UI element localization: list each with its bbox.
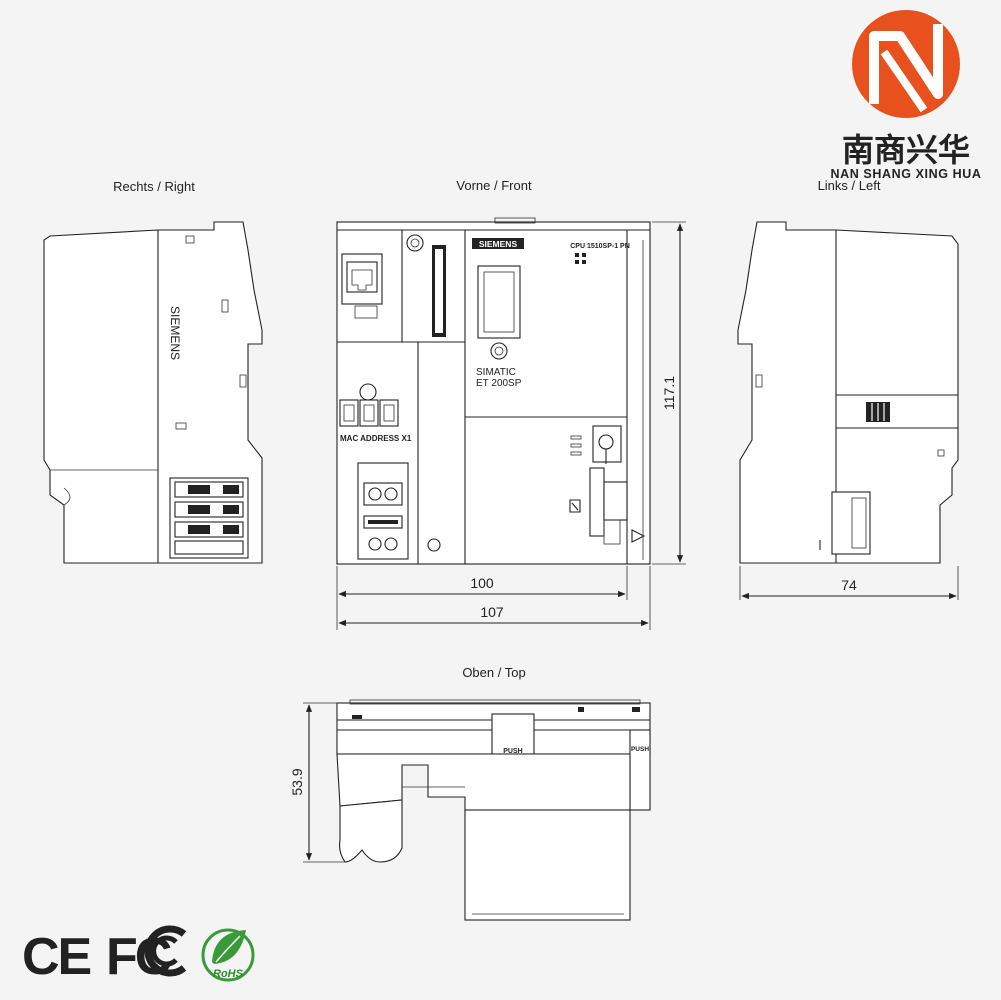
view-label-top: Oben / Top	[462, 665, 525, 680]
logo-circle-icon	[852, 10, 960, 118]
arrow-icon	[631, 529, 646, 543]
dim-top-depth: 53.9	[289, 768, 305, 795]
rj45-port-icon	[341, 253, 383, 319]
port-leds	[339, 399, 399, 427]
view-label-left: Links / Left	[818, 178, 881, 193]
brand-plate-text: SIEMENS	[479, 239, 518, 249]
logo-n-mark-icon	[869, 24, 943, 104]
front-dimensions: 100 107 117.1	[336, 221, 686, 630]
top-view: PUSH PUSH 53.9	[289, 699, 651, 921]
knob-icon	[406, 234, 424, 252]
brand-name-en: NAN SHANG XING HUA	[830, 167, 981, 181]
fcc-logo-icon: FC	[106, 925, 187, 986]
brand-logo: 南商兴华 NAN SHANG XING HUA	[830, 10, 981, 181]
model-label: CPU 1510SP-1 PN	[570, 243, 630, 250]
right-side-view: SIEMENS	[43, 221, 263, 564]
power-terminal	[357, 462, 409, 560]
view-label-front: Vorne / Front	[456, 178, 532, 193]
series-line2: ET 200SP	[476, 378, 522, 389]
brand-name-cn: 南商兴华	[842, 131, 970, 169]
memory-card-slot	[477, 265, 521, 339]
front-view: SIEMENS CPU 1510SP-1 PN SIMATIC ET 200SP…	[336, 217, 651, 565]
view-label-right: Rechts / Right	[113, 179, 195, 194]
dim-overall-width: 107	[480, 604, 504, 620]
dim-height: 117.1	[661, 376, 677, 410]
dim-depth: 74	[841, 577, 857, 593]
ce-mark-icon: CE	[22, 928, 91, 986]
dim-front-width: 100	[470, 575, 494, 591]
mode-switch	[592, 425, 622, 464]
mac-address-label: MAC ADDRESS X1	[340, 434, 412, 443]
rohs-text: RoHS	[213, 968, 244, 980]
series-line1: SIMATIC	[476, 367, 516, 378]
push-label-2: PUSH	[631, 746, 649, 753]
left-side-view: 74	[737, 221, 959, 600]
side-brand-right: SIEMENS	[168, 306, 182, 360]
certifications: CE FC RoHS	[22, 925, 255, 986]
rohs-logo-icon: RoHS	[201, 928, 255, 982]
right-terminal-block	[169, 477, 249, 559]
push-label-1: PUSH	[503, 748, 522, 755]
brand-plate	[472, 238, 524, 249]
